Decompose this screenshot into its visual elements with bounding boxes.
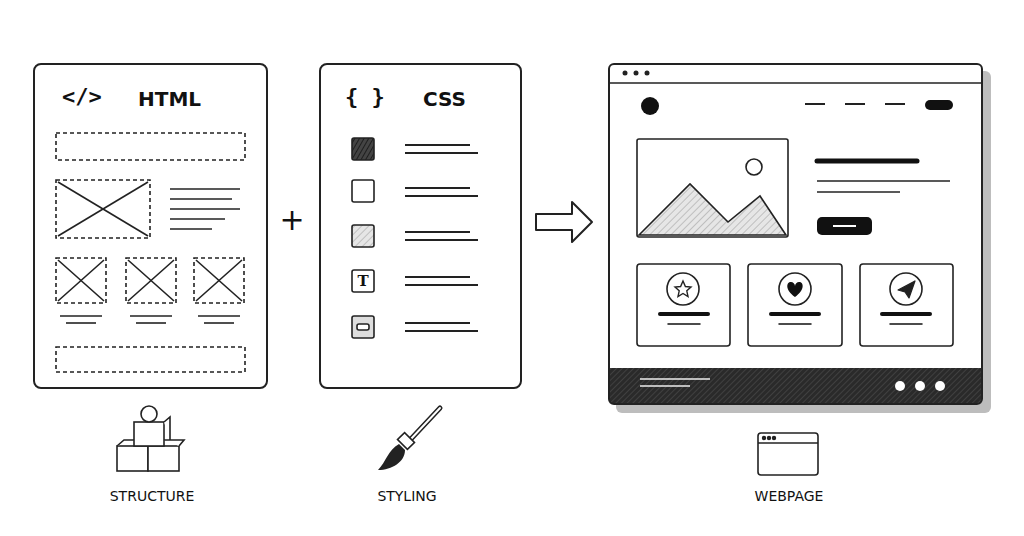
panel-box: </>HTMLSTRUCTURE	[33, 63, 268, 389]
panel-box: { }CSSSTYLING	[319, 63, 522, 389]
blocks-icon	[117, 406, 184, 471]
caption-label: WEBPAGE	[755, 489, 824, 504]
webpage-mockup	[608, 63, 991, 413]
browser-icon	[758, 433, 818, 475]
plus-sign: +	[279, 203, 304, 236]
html-wireframe	[56, 133, 245, 372]
panel-heading: { }	[345, 85, 385, 109]
swatch-letter: T	[357, 273, 368, 290]
panel-heading: HTML	[138, 88, 201, 110]
flow-arrow	[536, 202, 592, 242]
panel-heading: CSS	[423, 88, 466, 110]
brush-icon	[378, 408, 440, 470]
css-swatches	[352, 138, 478, 338]
panel-box: WEBPAGE	[608, 63, 983, 405]
caption-label: STRUCTURE	[110, 489, 195, 504]
panel-heading: </>	[62, 85, 102, 109]
caption-label: STYLING	[377, 489, 436, 504]
